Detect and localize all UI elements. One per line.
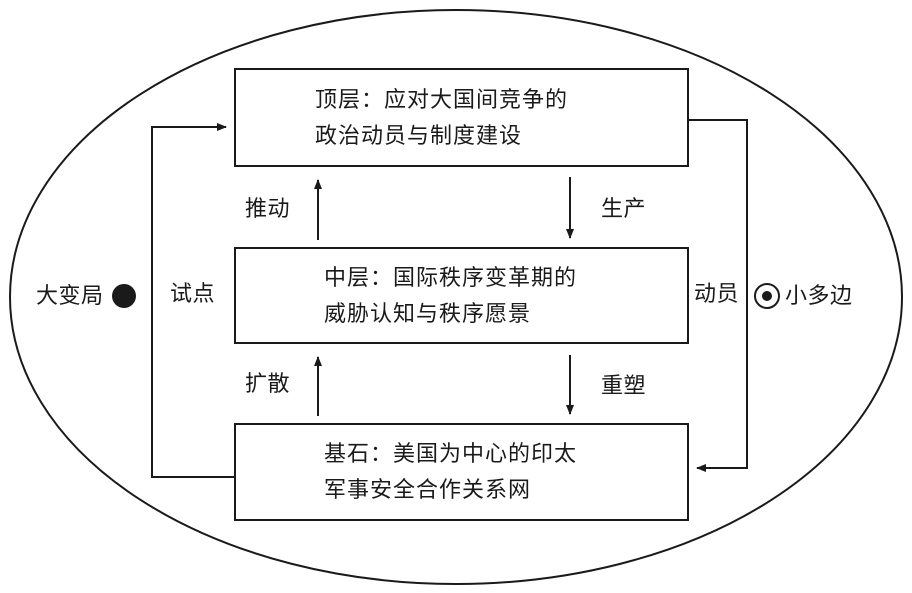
bottom-layer-text: 基石：美国为中心的印太 军事安全合作关系网 (324, 437, 577, 509)
reshape-label: 重塑 (601, 374, 647, 399)
minilateral-label: 小多边 (785, 284, 853, 309)
produce-label: 生产 (601, 197, 647, 222)
minilateral-dot-icon (762, 291, 772, 301)
pilot-loop-arrow (151, 123, 235, 478)
mobilize-label: 动员 (694, 282, 740, 307)
bottom-layer-line2: 军事安全合作关系网 (324, 478, 532, 503)
top-layer-text: 顶层：应对大国间竞争的 政治动员与制度建设 (315, 83, 568, 155)
push-label: 推动 (245, 197, 291, 222)
bottom-layer-box (234, 423, 689, 521)
middle-layer-line2: 威胁认知与秩序愿景 (324, 302, 532, 327)
top-layer-line1: 顶层：应对大国间竞争的 (315, 88, 569, 113)
bottom-layer-line1: 基石：美国为中心的印太 (324, 442, 578, 467)
great-change-dot-icon (112, 284, 136, 308)
middle-layer-text: 中层：国际秩序变革期的 威胁认知与秩序愿景 (324, 261, 577, 333)
mobilize-loop-arrow (688, 119, 748, 472)
top-layer-line2: 政治动员与制度建设 (315, 124, 523, 149)
middle-layer-box (234, 247, 689, 344)
outer-ellipse (9, 9, 903, 585)
middle-layer-line1: 中层：国际秩序变革期的 (324, 266, 578, 291)
top-layer-box (234, 68, 689, 167)
minilateral-ring-icon (754, 283, 780, 309)
spread-label: 扩散 (245, 372, 291, 397)
pilot-label: 试点 (170, 282, 216, 307)
great-change-label: 大变局 (36, 284, 104, 309)
